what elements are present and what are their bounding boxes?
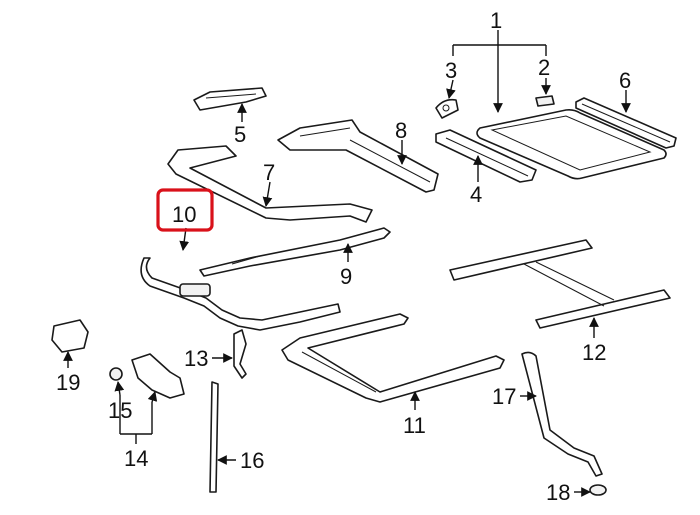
callout-15[interactable]: 15	[108, 398, 132, 423]
part-guide-rail[interactable]	[277, 119, 439, 193]
callout-5[interactable]: 5	[234, 122, 246, 147]
part-cable-assembly[interactable]	[140, 257, 341, 331]
part-clip[interactable]	[535, 95, 555, 107]
part-side-rail[interactable]	[435, 129, 537, 183]
callout-labels: 1 2 3 4 5 6 7 8 9 10 11 12 13 14 15 16 1…	[56, 8, 631, 505]
callout-17[interactable]: 17	[492, 384, 516, 409]
part-sunshade-frame[interactable]	[281, 313, 505, 403]
part-rear-hose[interactable]	[521, 351, 603, 477]
callout-6[interactable]: 6	[619, 68, 631, 93]
part-glass-panel[interactable]	[476, 109, 667, 180]
callout-9[interactable]: 9	[340, 264, 352, 289]
callout-8[interactable]: 8	[395, 118, 407, 143]
callout-7[interactable]: 7	[263, 160, 275, 185]
callout-11[interactable]: 11	[403, 413, 426, 438]
callout-12[interactable]: 12	[582, 340, 606, 365]
part-bracket[interactable]	[435, 98, 459, 119]
callout-13[interactable]: 13	[184, 346, 208, 371]
callout-2[interactable]: 2	[538, 55, 550, 80]
part-drive-cable[interactable]	[199, 227, 391, 277]
part-drain-hose[interactable]	[209, 381, 219, 493]
part-switch[interactable]	[51, 319, 89, 353]
callout-19[interactable]: 19	[56, 370, 80, 395]
callout-highlight-box	[156, 188, 214, 232]
callout-1[interactable]: 1	[490, 8, 502, 33]
callout-10[interactable]: 10	[172, 202, 196, 227]
part-grommet[interactable]	[589, 484, 607, 496]
part-cross-rails[interactable]	[449, 239, 671, 329]
callout-14[interactable]: 14	[124, 446, 148, 471]
part-front-bracket[interactable]	[193, 87, 267, 111]
callout-3[interactable]: 3	[445, 58, 457, 83]
part-motor[interactable]	[109, 353, 185, 399]
callout-18[interactable]: 18	[546, 480, 570, 505]
leaders	[63, 30, 631, 497]
callout-16[interactable]: 16	[240, 448, 264, 473]
part-frame-rail[interactable]	[167, 145, 373, 223]
part-weatherstrip[interactable]	[575, 97, 677, 149]
callout-4[interactable]: 4	[470, 182, 482, 207]
part-harness[interactable]	[233, 329, 247, 379]
